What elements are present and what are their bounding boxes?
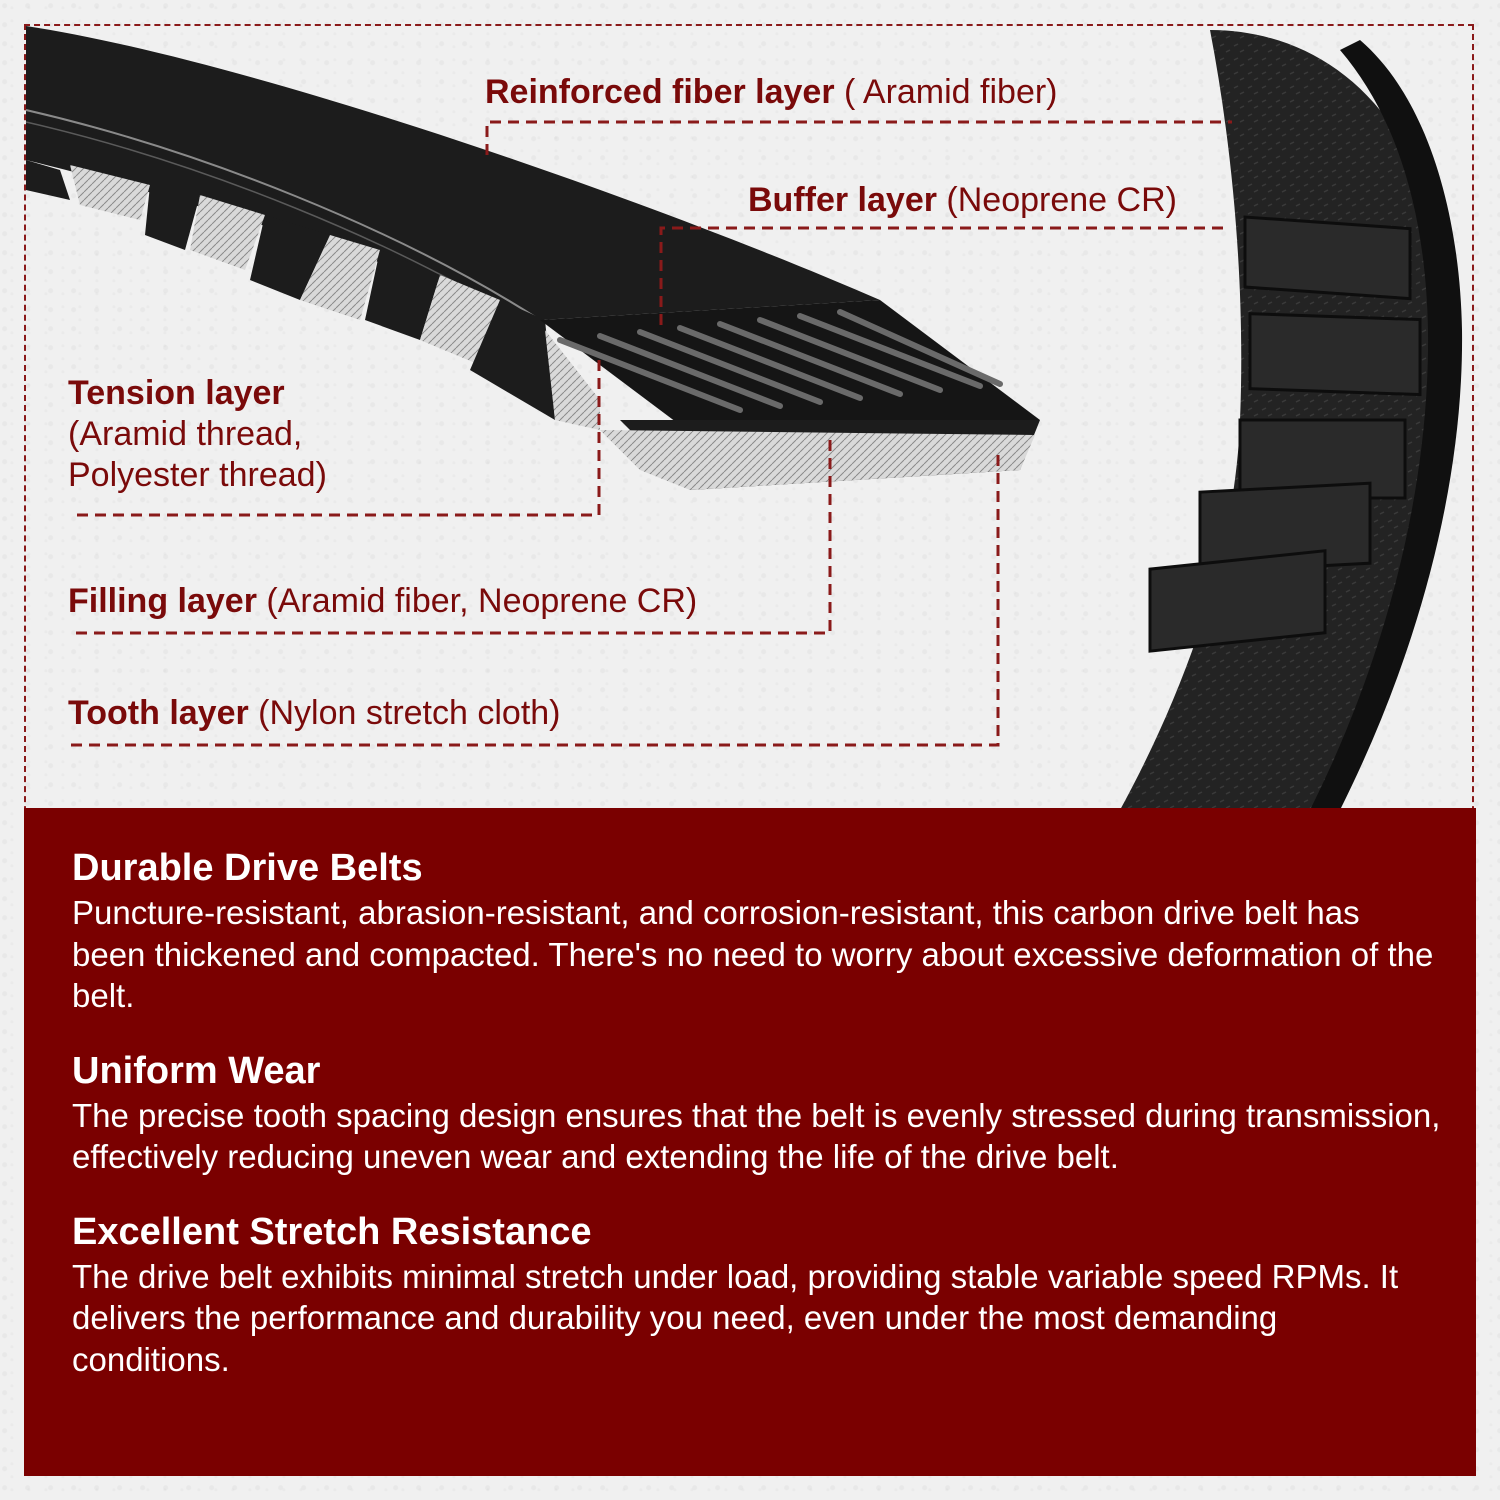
layer-material: (Aramid fiber, Neoprene CR) <box>256 582 698 620</box>
feature-block: Durable Drive Belts Puncture-resistant, … <box>72 844 1436 1017</box>
feature-title: Durable Drive Belts <box>72 847 423 889</box>
feature-title: Excellent Stretch Resistance <box>72 1210 592 1253</box>
layer-material: (Aramid thread, Polyester thread) <box>68 415 327 494</box>
feature-block: Excellent Stretch Resistance The drive b… <box>72 1208 1436 1381</box>
feature-block: Uniform Wear The precise tooth spacing d… <box>72 1047 1440 1178</box>
layer-name: Tension layer <box>68 374 285 412</box>
layer-material: (Nylon stretch cloth) <box>248 694 561 732</box>
feature-body: The drive belt exhibits minimal stretch … <box>72 1257 1399 1378</box>
layer-name: Tooth layer <box>68 694 249 732</box>
layer-material: (Neoprene CR) <box>936 181 1177 219</box>
layer-name: Filling layer <box>68 582 257 620</box>
layer-material: ( Aramid fiber) <box>834 73 1058 111</box>
layer-name: Reinforced fiber layer <box>485 73 835 111</box>
curved-belt-image <box>1120 30 1463 810</box>
filling-layer-label: Filling layer (Aramid fiber, Neoprene CR… <box>68 581 697 622</box>
buffer-layer-label: Buffer layer (Neoprene CR) <box>748 180 1177 221</box>
feature-body: Puncture-resistant, abrasion-resistant, … <box>72 894 1434 1014</box>
feature-body: The precise tooth spacing design ensures… <box>72 1096 1441 1176</box>
tooth-layer-label: Tooth layer (Nylon stretch cloth) <box>68 693 561 734</box>
feature-title: Uniform Wear <box>72 1049 321 1092</box>
leader-lines <box>70 120 1232 747</box>
belt-cross-section-image <box>25 26 1040 490</box>
reinforced-fiber-layer-label: Reinforced fiber layer ( Aramid fiber) <box>485 72 1058 113</box>
belt-diagram <box>25 26 1463 810</box>
tension-layer-label: Tension layer (Aramid thread, Polyester … <box>68 373 398 496</box>
layer-name: Buffer layer <box>748 181 937 219</box>
features-panel: Durable Drive Belts Puncture-resistant, … <box>24 808 1476 1476</box>
